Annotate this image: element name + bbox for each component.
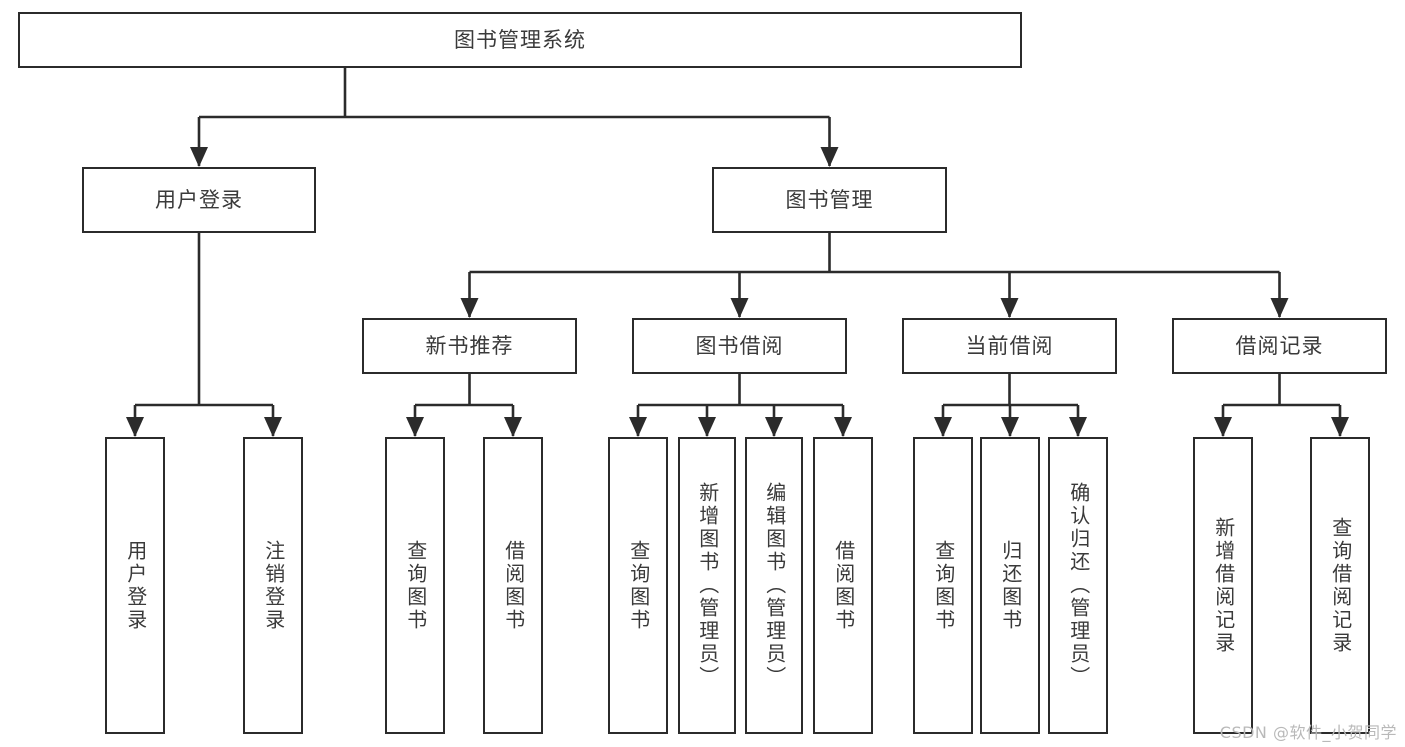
node-label-leaf-query-book-rec: 查询图书	[403, 539, 428, 632]
node-leaf-edit-book-admin[interactable]: 编辑图书（管理员）	[745, 437, 803, 734]
arrow-icon-book-borrow	[730, 298, 749, 318]
node-label-leaf-borrow-book: 借阅图书	[831, 539, 856, 632]
node-label-leaf-query-borrow-record: 查询借阅记录	[1328, 516, 1353, 655]
node-leaf-borrow-book[interactable]: 借阅图书	[813, 437, 873, 734]
node-book-manage[interactable]: 图书管理	[712, 167, 947, 233]
watermark-label: CSDN @软件_小贺同学	[1219, 723, 1397, 742]
node-leaf-confirm-return-admin[interactable]: 确认归还（管理员）	[1048, 437, 1108, 734]
node-label-book-borrow: 图书借阅	[695, 333, 784, 358]
node-leaf-logout-login[interactable]: 注销登录	[243, 437, 303, 734]
node-label-leaf-logout-login: 注销登录	[261, 539, 286, 632]
node-label-book-manage: 图书管理	[785, 187, 874, 212]
node-root[interactable]: 图书管理系统	[18, 12, 1022, 68]
node-label-leaf-query-book-borrow: 查询图书	[626, 539, 651, 632]
node-leaf-query-book-rec[interactable]: 查询图书	[385, 437, 445, 734]
node-book-borrow[interactable]: 图书借阅	[632, 318, 847, 374]
node-leaf-borrow-book-rec[interactable]: 借阅图书	[483, 437, 543, 734]
node-label-leaf-confirm-return-admin: 确认归还（管理员）	[1066, 482, 1091, 689]
arrow-icon-new-book-recommend	[460, 298, 479, 318]
node-borrow-record[interactable]: 借阅记录	[1172, 318, 1387, 374]
arrow-icon-leaf-user-login	[126, 417, 144, 437]
arrow-icon-leaf-borrow-book	[834, 417, 852, 437]
arrow-icon-leaf-query-book-current	[934, 417, 952, 437]
node-label-leaf-borrow-book-rec: 借阅图书	[501, 539, 526, 632]
arrow-icon-borrow-record	[1270, 298, 1289, 318]
node-leaf-query-book-borrow[interactable]: 查询图书	[608, 437, 668, 734]
arrow-icon-current-borrow	[1000, 298, 1019, 318]
arrow-icon-leaf-edit-book-admin	[765, 417, 783, 437]
arrow-icon-user-login	[190, 147, 208, 167]
node-leaf-query-borrow-record[interactable]: 查询借阅记录	[1310, 437, 1370, 734]
arrow-icon-leaf-return-book	[1001, 417, 1019, 437]
node-label-leaf-add-borrow-record: 新增借阅记录	[1211, 516, 1236, 655]
node-label-borrow-record: 借阅记录	[1235, 333, 1324, 358]
arrow-icon-leaf-add-book-admin	[698, 417, 716, 437]
node-label-leaf-return-book: 归还图书	[998, 539, 1023, 632]
node-current-borrow[interactable]: 当前借阅	[902, 318, 1117, 374]
arrow-icon-leaf-add-borrow-record	[1214, 417, 1232, 437]
node-label-new-book-recommend: 新书推荐	[425, 333, 514, 358]
node-label-user-login: 用户登录	[155, 187, 243, 212]
node-label-leaf-query-book-current: 查询图书	[931, 539, 956, 632]
node-leaf-return-book[interactable]: 归还图书	[980, 437, 1040, 734]
arrow-icon-leaf-logout-login	[264, 417, 282, 437]
arrow-icon-leaf-borrow-book-rec	[504, 417, 522, 437]
node-label-leaf-edit-book-admin: 编辑图书（管理员）	[762, 482, 787, 689]
node-user-login[interactable]: 用户登录	[82, 167, 316, 233]
arrow-icon-leaf-query-book-rec	[406, 417, 424, 437]
node-leaf-query-book-current[interactable]: 查询图书	[913, 437, 973, 734]
arrow-icon-leaf-confirm-return-admin	[1069, 417, 1087, 437]
node-label-root: 图书管理系统	[454, 27, 586, 52]
node-label-leaf-user-login: 用户登录	[123, 539, 148, 632]
arrow-icon-leaf-query-borrow-record	[1331, 417, 1349, 437]
node-new-book-recommend[interactable]: 新书推荐	[362, 318, 577, 374]
node-leaf-user-login[interactable]: 用户登录	[105, 437, 165, 734]
node-label-current-borrow: 当前借阅	[965, 333, 1054, 358]
node-label-leaf-add-book-admin: 新增图书（管理员）	[695, 482, 720, 689]
arrow-icon-leaf-query-book-borrow	[629, 417, 647, 437]
node-leaf-add-book-admin[interactable]: 新增图书（管理员）	[678, 437, 736, 734]
arrow-icon-book-manage	[820, 147, 839, 167]
node-leaf-add-borrow-record[interactable]: 新增借阅记录	[1193, 437, 1253, 734]
